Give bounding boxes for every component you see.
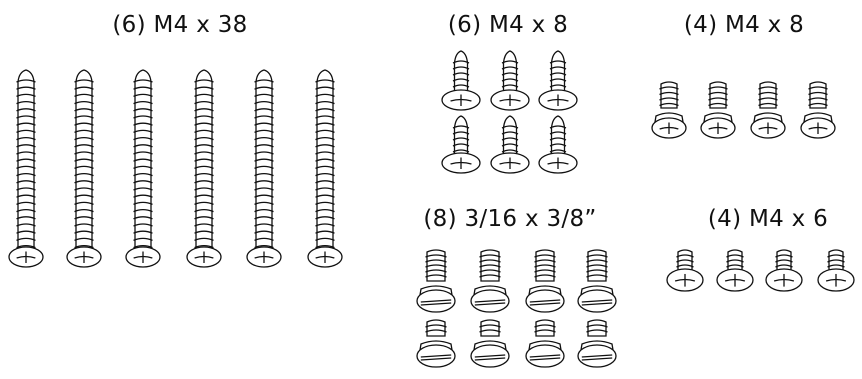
slotted-screw-1: [416, 249, 456, 313]
long-screw-1: [8, 69, 44, 268]
machine-screw-2: [700, 81, 736, 139]
long-screw-2: [66, 69, 102, 268]
tapping-screw-6: [538, 115, 578, 174]
short-screw-2: [716, 249, 754, 292]
long-screw-5: [246, 69, 282, 268]
tapping-screw-5: [490, 115, 530, 174]
group-label-m4x38: (6) M4 x 38: [112, 12, 248, 38]
machine-screw-4: [800, 81, 836, 139]
slotted-screw-3: [525, 249, 565, 313]
slotted-screw-7: [525, 319, 565, 368]
long-screw-4: [186, 69, 222, 268]
tapping-screw-2: [490, 50, 530, 111]
slotted-screw-5: [416, 319, 456, 368]
machine-screw-3: [750, 81, 786, 139]
group-label-m4x6: (4) M4 x 6: [707, 206, 829, 232]
slotted-screw-6: [470, 319, 510, 368]
tapping-screw-1: [441, 50, 481, 111]
long-screw-6: [307, 69, 343, 268]
slotted-screw-2: [470, 249, 510, 313]
machine-screw-1: [651, 81, 687, 139]
slotted-screw-8: [577, 319, 617, 368]
long-screw-3: [125, 69, 161, 268]
slotted-screw-4: [577, 249, 617, 313]
short-screw-1: [666, 249, 704, 292]
short-screw-3: [765, 249, 803, 292]
short-screw-4: [817, 249, 855, 292]
tapping-screw-4: [441, 115, 481, 174]
group-label-3-16x3-8: (8) 3/16 x 3/8”: [423, 206, 597, 232]
tapping-screw-3: [538, 50, 578, 111]
group-label-m4x8-tapping: (6) M4 x 8: [447, 12, 569, 38]
group-label-m4x8-machine: (4) M4 x 8: [683, 12, 805, 38]
